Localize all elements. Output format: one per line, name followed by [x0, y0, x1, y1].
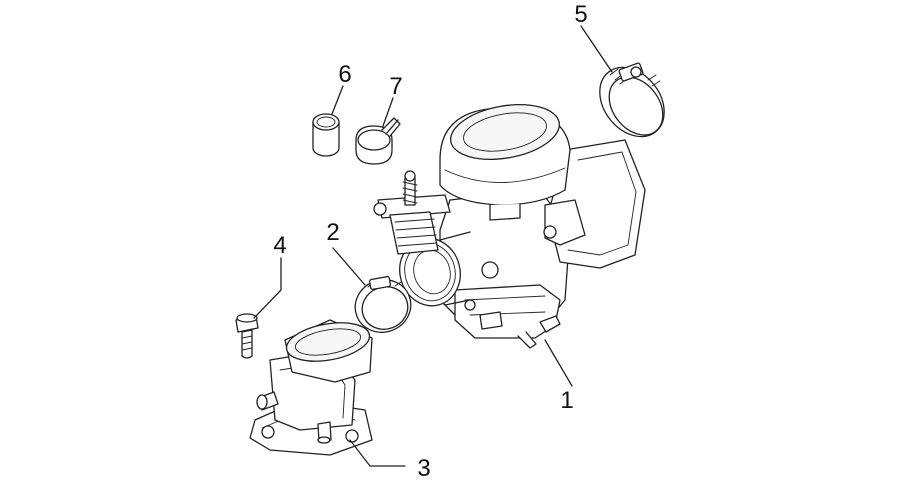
callout-1: 1 — [560, 387, 573, 414]
leader-line-6 — [331, 85, 344, 115]
callout-7: 7 — [389, 73, 402, 100]
hose-clamp-small — [354, 276, 412, 333]
leader-line-3 — [349, 439, 406, 467]
leader-lines — [253, 25, 613, 467]
bolt — [235, 313, 259, 359]
leader-line-2 — [332, 247, 366, 286]
carburetor — [373, 104, 646, 349]
spring-clip — [355, 117, 401, 165]
leader-line-4 — [253, 257, 282, 319]
callout-2: 2 — [326, 219, 339, 246]
hose-clamp-large — [599, 62, 665, 138]
leader-line-1 — [544, 339, 573, 387]
callout-labels: 1 2 3 4 5 6 7 — [273, 1, 587, 481]
leader-line-5 — [580, 25, 613, 73]
callout-5: 5 — [574, 1, 587, 28]
callout-6: 6 — [338, 61, 351, 88]
sleeve — [312, 113, 340, 157]
callout-3: 3 — [417, 455, 430, 481]
intake-manifold — [249, 319, 373, 456]
leader-line-7 — [382, 97, 394, 127]
callout-4: 4 — [273, 232, 286, 259]
